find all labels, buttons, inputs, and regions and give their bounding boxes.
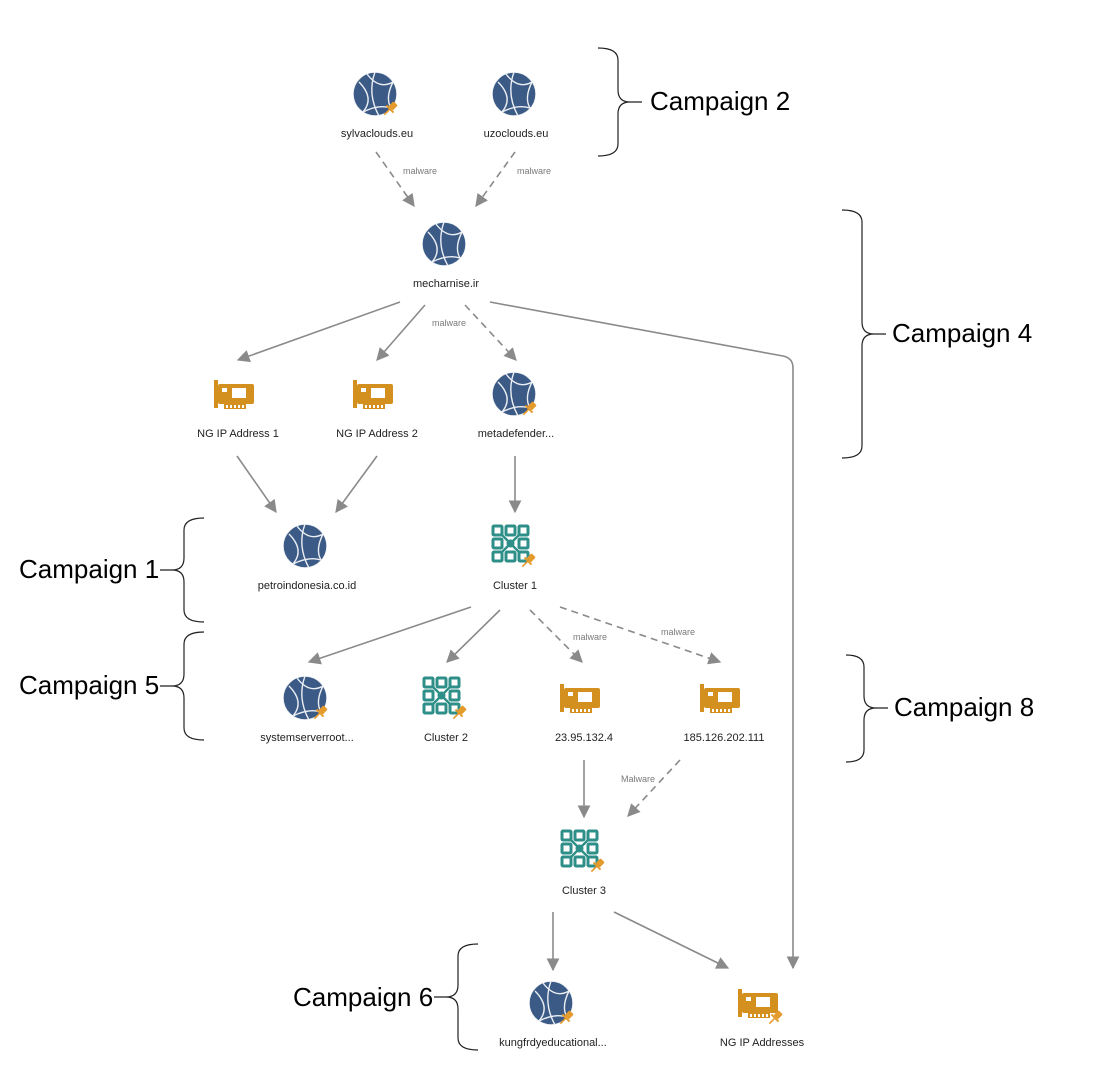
node-label: systemserverroot... [260,732,354,744]
edge-ip185-cluster3[interactable] [627,759,681,817]
node-label: Cluster 3 [561,885,607,897]
pin-icon [522,401,537,416]
edge-cluster1-ip23[interactable] [529,609,583,663]
globe-icon [528,980,574,1026]
edge-ngip1-petroindonesia[interactable] [236,455,277,514]
edge-uzoclouds-mecharnise[interactable] [475,151,516,208]
edge-mecharnise-ngip1[interactable] [236,301,401,363]
edge-sylvaclouds-mecharnise[interactable] [375,151,415,208]
globe-icon [352,71,398,117]
campaign-5-label: Campaign 5 [19,670,160,700]
bracket-campaign-1 [160,517,205,623]
node-systemserverroot[interactable]: systemserverroot... [207,672,407,744]
node-label: uzoclouds.eu [483,128,549,140]
pin-icon [559,1010,574,1025]
node-label: sylvaclouds.eu [340,128,414,140]
edge-label-malware: malware [573,632,607,642]
edge-ngip2-petroindonesia[interactable] [335,455,378,514]
node-label: NG IP Addresses [719,1037,805,1049]
bracket-campaign-4 [841,209,886,459]
node-label: NG IP Address 2 [336,428,418,440]
edge-label-malware: malware [661,627,695,637]
network-card-icon [353,380,393,409]
globe-icon [491,71,537,117]
node-cluster-1[interactable]: Cluster 1 [415,520,615,592]
edge-label-malware: malware [403,166,437,176]
node-cluster-2[interactable]: Cluster 2 [346,672,546,744]
globe-icon [282,523,328,569]
node-ip-185-126-202-111[interactable]: 185.126.202.111 [624,672,824,744]
node-uzoclouds[interactable]: uzoclouds.eu [416,68,616,140]
node-label: NG IP Address 1 [197,428,279,440]
pin-icon [521,553,536,568]
bracket-campaign-6 [434,943,479,1051]
network-card-icon [700,684,740,713]
node-kungfrdyeducational[interactable]: kungfrdyeducational... [453,977,653,1049]
cluster-icon [422,676,467,720]
campaign-1-label: Campaign 1 [19,554,160,584]
node-sylvaclouds[interactable]: sylvaclouds.eu [277,68,477,140]
bracket-campaign-8 [845,654,888,763]
node-label: Cluster 2 [423,732,469,744]
network-card-icon [560,684,600,713]
node-metadefender[interactable]: metadefender... [416,368,616,440]
node-label: metadefender... [477,428,555,440]
pin-icon [768,1010,783,1025]
node-label: petroindonesia.co.id [257,580,357,592]
campaign-6-label: Campaign 6 [293,982,434,1012]
cluster-icon [560,829,605,873]
network-card-icon [214,380,254,409]
bracket-campaign-2 [597,47,642,157]
edge-mecharnise-metadefender[interactable] [464,304,517,361]
pin-icon [590,858,605,873]
network-card-icon [738,989,783,1025]
edge-label-malware: malware [432,318,466,328]
edge-label-malware: Malware [621,774,655,784]
pin-icon [452,705,467,720]
pin-icon [383,101,398,116]
globe-icon [491,371,537,417]
node-ng-ip-address-2[interactable]: NG IP Address 2 [277,368,477,440]
node-mecharnise[interactable]: mecharnise.ir [346,218,546,290]
node-label: kungfrdyeducational... [499,1037,607,1049]
bracket-campaign-5 [160,631,205,741]
edge-cluster1-systemserverroot[interactable] [307,606,472,665]
edge-mecharnise-ngipaddresses[interactable] [489,301,800,970]
cluster-icon [491,524,536,568]
node-cluster-3[interactable]: Cluster 3 [484,825,684,897]
node-ng-ip-address-1[interactable]: NG IP Address 1 [138,368,338,440]
edge-mecharnise-ngip2[interactable] [376,304,426,361]
globe-icon [421,221,467,267]
edge-cluster1-cluster2[interactable] [446,609,501,663]
node-ip-23-95-132-4[interactable]: 23.95.132.4 [484,672,684,744]
node-ng-ip-addresses[interactable]: NG IP Addresses [662,977,862,1049]
campaign-2-label: Campaign 2 [650,86,791,116]
pin-icon [313,705,328,720]
node-label: 185.126.202.111 [683,732,765,744]
node-label: 23.95.132.4 [554,732,614,744]
edge-cluster1-ip185[interactable] [559,606,722,665]
campaign-4-label: Campaign 4 [892,318,1033,348]
node-petroindonesia[interactable]: petroindonesia.co.id [207,520,407,592]
edge-cluster3-ngipaddresses[interactable] [613,911,730,969]
edge-label-malware: malware [517,166,551,176]
node-label: Cluster 1 [492,580,538,592]
node-label: mecharnise.ir [412,278,480,290]
campaign-8-label: Campaign 8 [894,692,1035,722]
globe-icon [282,675,328,721]
